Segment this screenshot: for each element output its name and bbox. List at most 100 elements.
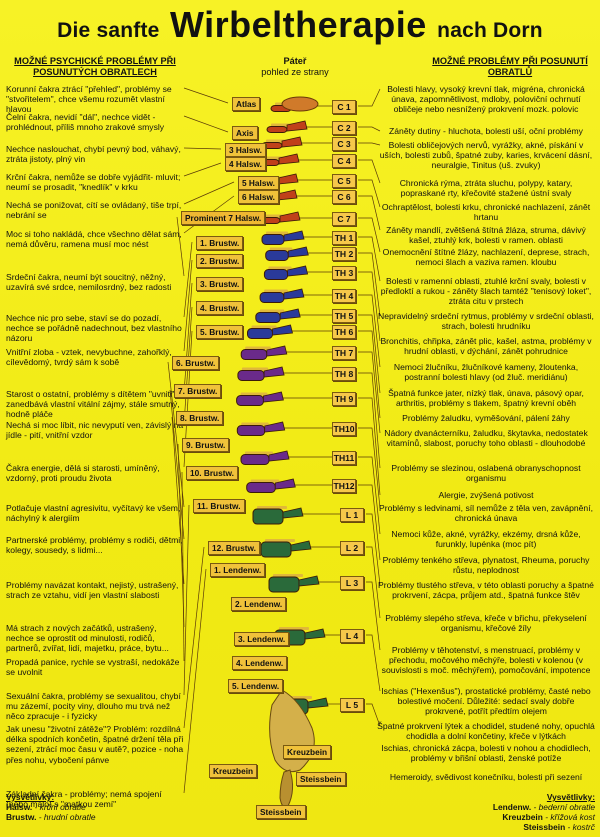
left-text-11: Nechá si moc líbit, nic nevyputí ven, zá… [6, 420, 184, 441]
spinous-process-16 [263, 391, 284, 403]
vertebra-label-right-7: C 7 [332, 212, 356, 226]
vertebra-label-left-22: 3. Lendenw. [234, 632, 290, 646]
leader-right-text-21 [366, 546, 381, 619]
disc-4 [263, 156, 283, 160]
vertebra-body-22 [268, 576, 300, 593]
leader-right-text-7 [358, 217, 381, 253]
vertebra-label-right-20: L 1 [340, 508, 364, 522]
leader-right-text-12 [358, 314, 381, 394]
leader-left-2 [183, 115, 229, 133]
disc-2 [271, 123, 291, 127]
leader-right-text-18 [358, 456, 381, 535]
disc-9 [269, 247, 293, 251]
right-text-21: Problémy slepého střeva, křeče v břichu,… [385, 613, 587, 634]
leader-left-4 [183, 162, 222, 177]
left-text-12: Čakra energie, dělá si starosti, umíněný… [6, 463, 160, 484]
right-text-7: Onemocnění štítné žlázy, nachlazení, dep… [382, 247, 590, 268]
spinous-process-24 [307, 697, 329, 709]
disc-7 [264, 214, 284, 218]
right-text-9: Nepravidelný srdeční rytmus, problémy v … [378, 311, 594, 332]
left-text-15: Problémy navázat kontakt, nejistý, ustra… [6, 580, 179, 601]
leader-left-3 [183, 147, 222, 150]
leader-right-text-5 [358, 179, 381, 208]
leader-right-text-16 [358, 397, 381, 496]
vertebra-body-15 [237, 370, 265, 381]
vertebra-label-left-21: 2. Lendenw. [231, 597, 287, 611]
leader-left-18 [183, 504, 190, 696]
vertebra-label-left-2: Axis [232, 126, 258, 140]
right-text-13: Problémy žaludku, vyměšování, pálení žáh… [402, 413, 570, 423]
vertebra-label-right-12: TH 5 [332, 309, 356, 323]
left-text-3: Nechce naslouchat, chybí pevný bod, váha… [6, 144, 181, 165]
vertebra-label-right-1: C 1 [332, 100, 356, 114]
right-text-4: Chronická rýma, ztráta sluchu, polypy, k… [399, 178, 573, 199]
leader-right-text-9 [358, 252, 381, 317]
disc-23 [279, 627, 309, 630]
vertebra-label-left-20: 1. Lendenw. [210, 563, 266, 577]
right-text-20: Problémy tlustého střeva, v této oblasti… [378, 580, 594, 601]
leader-left-20 [183, 568, 207, 794]
spinous-process-7 [279, 211, 301, 223]
vertebra-body-17 [236, 425, 266, 436]
vertebra-label-left-4: 4 Halsw. [225, 157, 266, 171]
right-text-23: Ischias ("Hexenšus"), prostatické problé… [381, 686, 591, 717]
vertebra-label-left-17: 10. Brustw. [186, 466, 238, 480]
legend-halsw-desc: - krční obratle [32, 802, 86, 812]
leader-left-10 [183, 282, 193, 394]
disc-11 [264, 289, 288, 293]
legend-brustw-desc: - hrudní obratle [36, 812, 96, 822]
vertebra-body-11 [259, 292, 285, 303]
spinous-process-8 [283, 230, 305, 242]
vertebra-label-right-6: C 6 [332, 190, 356, 204]
vertebra-label-left-1: Atlas [232, 97, 261, 111]
leader-left-1 [183, 87, 229, 104]
vertebra-label-right-16: TH 9 [332, 392, 356, 406]
disc-18 [245, 451, 273, 455]
right-text-17: Problémy s ledvinami, síl nemůže z těla … [379, 503, 593, 524]
coccyx [279, 769, 294, 808]
left-text-13: Potlačuje vlastní agresivitu, vyčítavý k… [6, 503, 181, 524]
leader-left-5 [183, 181, 235, 205]
vertebra-label-left-27: Steissbein [296, 772, 346, 786]
vertebra-label-left-6: 6 Halsw. [238, 190, 279, 204]
vertebra-label-left-3: 3 Halsw. [225, 143, 266, 157]
vertebra-label-right-8: TH 1 [332, 231, 356, 245]
vertebra-body-9 [265, 250, 289, 261]
right-text-2: Záněty dutiny - hluchota, bolesti uší, o… [389, 126, 583, 136]
right-text-3: Bolesti obličejových nervů, vyrážky, akn… [379, 140, 593, 171]
legend-steissbein: Steissbein [523, 822, 566, 832]
title-post: nach Dorn [437, 19, 543, 42]
vertebra-label-left-23: 4. Lendenw. [232, 656, 288, 670]
spinous-process-4 [278, 153, 300, 165]
vertebra-label-left-14: 7. Brustw. [174, 384, 222, 398]
spinous-process-18 [268, 450, 290, 462]
vertebra-body-16 [236, 395, 264, 406]
right-text-16: Alergie, zvýšená potivost [438, 490, 534, 500]
spinous-process-19 [274, 478, 296, 490]
left-text-14: Partnerské problémy, problémy s rodiči, … [6, 535, 183, 556]
leader-right-text-10 [358, 271, 381, 342]
vertebra-label-right-3: C 3 [332, 137, 356, 151]
left-text-10: Starost o ostatní, problémy s dítětem "u… [6, 389, 180, 420]
vertebra-label-right-13: TH 6 [332, 325, 356, 339]
leader-right-text-4 [358, 159, 381, 184]
disc-20 [257, 506, 287, 509]
right-text-10: Bronchitis, chřipka, zánět plic, kašel, … [380, 336, 592, 357]
legend-right: Vysvětlivky: Lendenw. - bederní obratle … [455, 792, 595, 832]
vertebra-label-left-9: 2. Brustw. [196, 254, 244, 268]
vertebra-label-right-24: L 5 [340, 698, 364, 712]
spine-body [236, 96, 329, 808]
vertebra-label-left-24: 5. Lendenw. [228, 679, 284, 693]
right-text-15: Problémy se slezinou, oslabená obranysch… [391, 463, 581, 484]
disc-15 [241, 367, 269, 371]
right-text-6: Záněty mandlí, zvětšená štítná žláza, st… [386, 225, 586, 246]
leader-right-text-3 [358, 142, 381, 146]
right-text-1: Bolesti hlavy, vysoký krevní tlak, migré… [387, 84, 585, 115]
spinous-process-17 [264, 421, 286, 433]
vertebra-body-21 [260, 541, 292, 558]
legend-kreuzbein: Kreuzbein [502, 812, 543, 822]
left-text-17: Propadá panice, rychle se vystraší, nedo… [6, 657, 180, 678]
leader-lines [167, 87, 381, 794]
leader-right-text-20 [366, 513, 381, 586]
